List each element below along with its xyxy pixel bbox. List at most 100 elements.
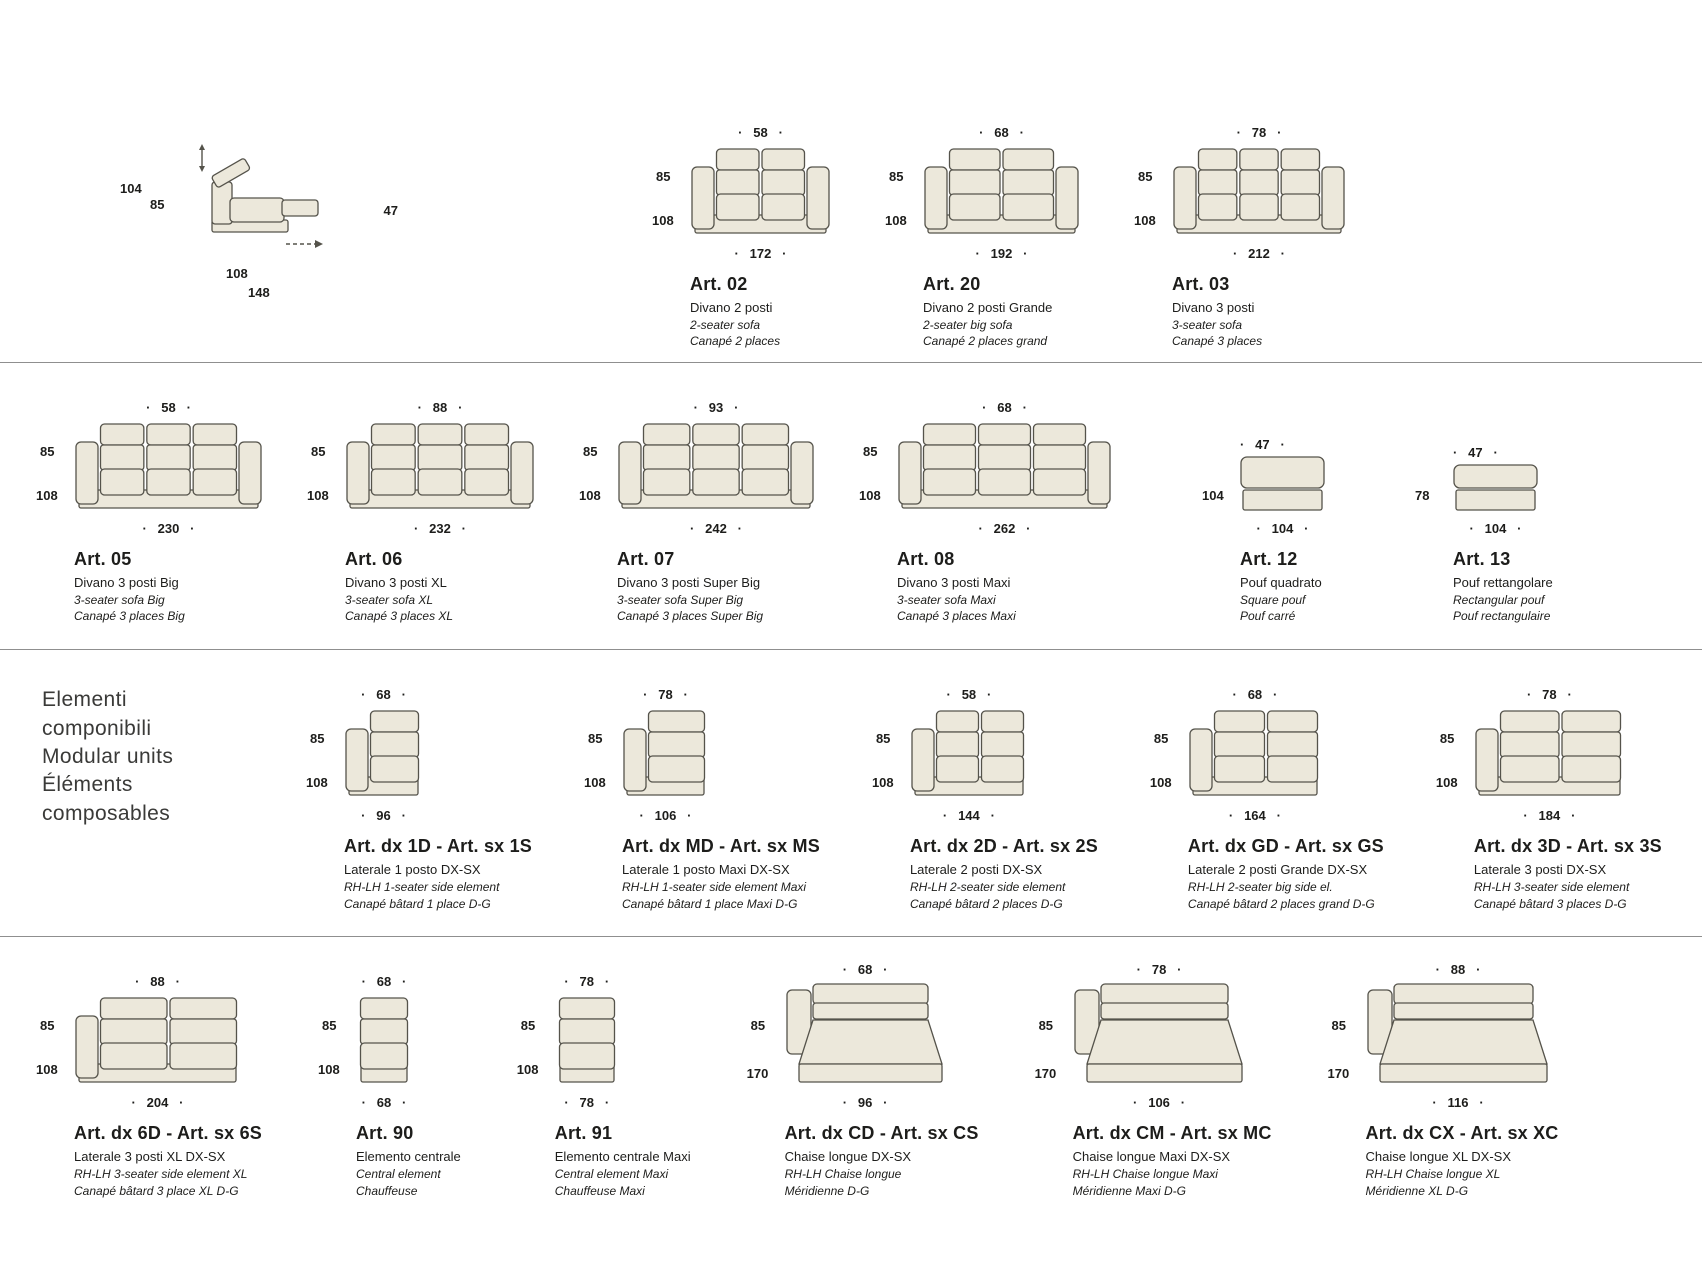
item-caption: Art. 07 Divano 3 posti Super Big 3-seate… [617, 549, 815, 625]
name-french: Canapé bâtard 1 place D-G [344, 896, 491, 911]
article-code: Art. 02 [690, 274, 748, 294]
dim-depth: 78 [1415, 488, 1430, 504]
name-french: Canapé 3 places XL [345, 609, 454, 624]
dim-back-width: 93 [694, 397, 739, 418]
name-french: Canapé 3 places Big [74, 609, 185, 624]
dim-extension: 47 [383, 203, 398, 218]
furniture-illustration [1366, 980, 1551, 1092]
article-code: Art. 07 [617, 549, 675, 570]
article-code: Art. 91 [554, 1123, 613, 1144]
dim-depth: 108 [226, 266, 248, 281]
item-caption: Art. 02 Divano 2 posti 2-seater sofa Can… [690, 274, 831, 350]
name-italian: Elemento centrale Maxi [554, 1149, 691, 1165]
name-english: Central element Maxi [554, 1166, 669, 1181]
catalog-item: 85 108 78 78 Art. 91 Elemento centrale M… [511, 961, 691, 1199]
dim-seat-height: 85 [310, 731, 325, 747]
name-french: Canapé bâtard 3 place XL D-G [74, 1183, 239, 1198]
furniture-illustration [1172, 143, 1346, 243]
item-caption: Art. 08 Divano 3 posti Maxi 3-seater sof… [897, 549, 1112, 625]
catalog-item: 85 108 68 96 Art. dx 1D - Art. sx 1S Lat… [300, 674, 532, 912]
furniture-drawing: 47 104 [1240, 434, 1325, 539]
furniture-drawing: 78 78 [555, 971, 619, 1113]
dim-depth: 108 [516, 1062, 539, 1078]
name-italian: Divano 2 posti Grande [923, 300, 1053, 315]
dim-seat-height: 85 [1153, 731, 1169, 747]
article-code: Art. dx 6D - Art. sx 6S [74, 1123, 262, 1144]
name-italian: Laterale 2 posti Grande DX-SX [1187, 862, 1368, 878]
dim-depth: 170 [1327, 1066, 1350, 1082]
dim-back-width: 78 [1527, 684, 1572, 705]
item-caption: Art. dx CM - Art. sx MC Chaise longue Ma… [1073, 1123, 1272, 1199]
dim-back-width: 78 [1137, 959, 1182, 980]
item-caption: Art. 90 Elemento centrale Central elemen… [356, 1123, 461, 1199]
article-code: Art. 06 [345, 549, 403, 570]
catalog-row-central-chaise: 85 108 88 204 Art. dx 6D - Art. sx 6S La… [0, 936, 1702, 1223]
name-italian: Divano 3 posti Maxi [897, 575, 1011, 591]
catalog-item: 85 108 68 68 Art. 90 Elemento centrale C… [312, 961, 461, 1199]
item-caption: Art. dx CD - Art. sx CS Chaise longue DX… [785, 1123, 979, 1199]
name-italian: Laterale 3 posti DX-SX [1473, 862, 1607, 878]
modular-units-label-line: Modular units [42, 744, 174, 768]
dim-back-width: 68 [1233, 684, 1278, 705]
name-french: Canapé 3 places Maxi [897, 609, 1016, 624]
name-english: 3-seater sofa [1172, 317, 1243, 332]
dim-back-width: 47 [1240, 434, 1285, 455]
article-code: Art. 08 [897, 549, 955, 570]
modular-units-label-line: Éléments [42, 773, 133, 797]
name-italian: Chaise longue XL DX-SX [1365, 1149, 1512, 1165]
furniture-illustration [555, 992, 619, 1092]
dim-back-width: 88 [135, 971, 180, 992]
name-english: RH-LH 1-seater side element [344, 879, 500, 894]
name-italian: Pouf quadrato [1240, 575, 1322, 591]
catalog-item: 85 170 68 96 Art. dx CD - Art. sx CS Cha… [741, 961, 979, 1199]
dim-back-width: 58 [146, 397, 191, 418]
dim-depth: 104 [1202, 488, 1224, 504]
article-code: Art. dx CD - Art. sx CS [784, 1123, 979, 1144]
dim-back-width: 78 [1237, 122, 1282, 143]
dim-back-width: 47 [1453, 442, 1498, 463]
dim-back-width: 88 [1436, 959, 1481, 980]
catalog-item: 85 108 93 242 Art. 07 Divano 3 posti Sup… [573, 387, 815, 625]
name-english: RH-LH Chaise longue Maxi [1072, 1166, 1218, 1181]
dim-seat-height: 85 [583, 444, 598, 460]
name-english: Central element [355, 1166, 441, 1181]
furniture-drawing: 78 106 [622, 684, 709, 826]
dim-back-width: 68 [982, 397, 1027, 418]
dim-back-width: 88 [418, 397, 463, 418]
article-code: Art. 12 [1240, 549, 1298, 570]
name-french: Canapé 2 places [690, 334, 781, 349]
name-french: Canapé bâtard 1 place Maxi D-G [621, 896, 798, 911]
catalog-item: 85 108 58 172 Art. 02 Divano 2 posti 2-s… [646, 112, 831, 350]
name-italian: Elemento centrale [355, 1149, 461, 1165]
furniture-illustration [1073, 980, 1246, 1092]
furniture-illustration [1240, 455, 1325, 518]
item-caption: Art. dx MD - Art. sx MS Laterale 1 posto… [622, 836, 820, 912]
name-english: Rectangular pouf [1453, 592, 1545, 607]
dim-total-width: 116 [1432, 1092, 1483, 1113]
catalog-item: 104 47 104 Art. 12 Pouf quadrato Square … [1196, 387, 1325, 625]
modular-units-label-line: composables [42, 801, 171, 825]
article-code: Art. dx CX - Art. sx XC [1365, 1123, 1559, 1144]
dim-seat-height: 85 [40, 444, 55, 460]
sofa-sideview-drawing [168, 142, 364, 258]
catalog-item: 85 108 68 164 Art. dx GD - Art. sx GS La… [1144, 674, 1384, 912]
item-caption: Art. 03 Divano 3 posti 3-seater sofa Can… [1172, 274, 1346, 350]
dim-depth: 108 [885, 213, 907, 228]
drawing-area: 85 108 78 78 [511, 961, 691, 1113]
dim-total-width: 232 [414, 518, 466, 539]
dim-depth: 108 [871, 775, 894, 791]
dim-seat-height: 85 [656, 169, 671, 184]
dim-depth: 108 [1435, 775, 1458, 791]
name-italian: Divano 2 posti [690, 300, 773, 315]
dim-seat-height: 85 [889, 169, 904, 184]
name-italian: Divano 3 posti Super Big [617, 575, 761, 591]
dim-seat-height: 85 [863, 444, 878, 460]
item-caption: Art. dx CX - Art. sx XC Chaise longue XL… [1366, 1123, 1559, 1199]
dim-total-width: 204 [131, 1092, 183, 1113]
article-code: Art. dx CM - Art. sx MC [1072, 1123, 1272, 1144]
dim-depth: 108 [579, 488, 601, 504]
furniture-drawing: 93 242 [617, 397, 815, 539]
item-caption: Art. dx GD - Art. sx GS Laterale 2 posti… [1188, 836, 1384, 912]
furniture-drawing: 68 96 [785, 959, 946, 1113]
dim-depth-extended: 148 [248, 285, 270, 300]
